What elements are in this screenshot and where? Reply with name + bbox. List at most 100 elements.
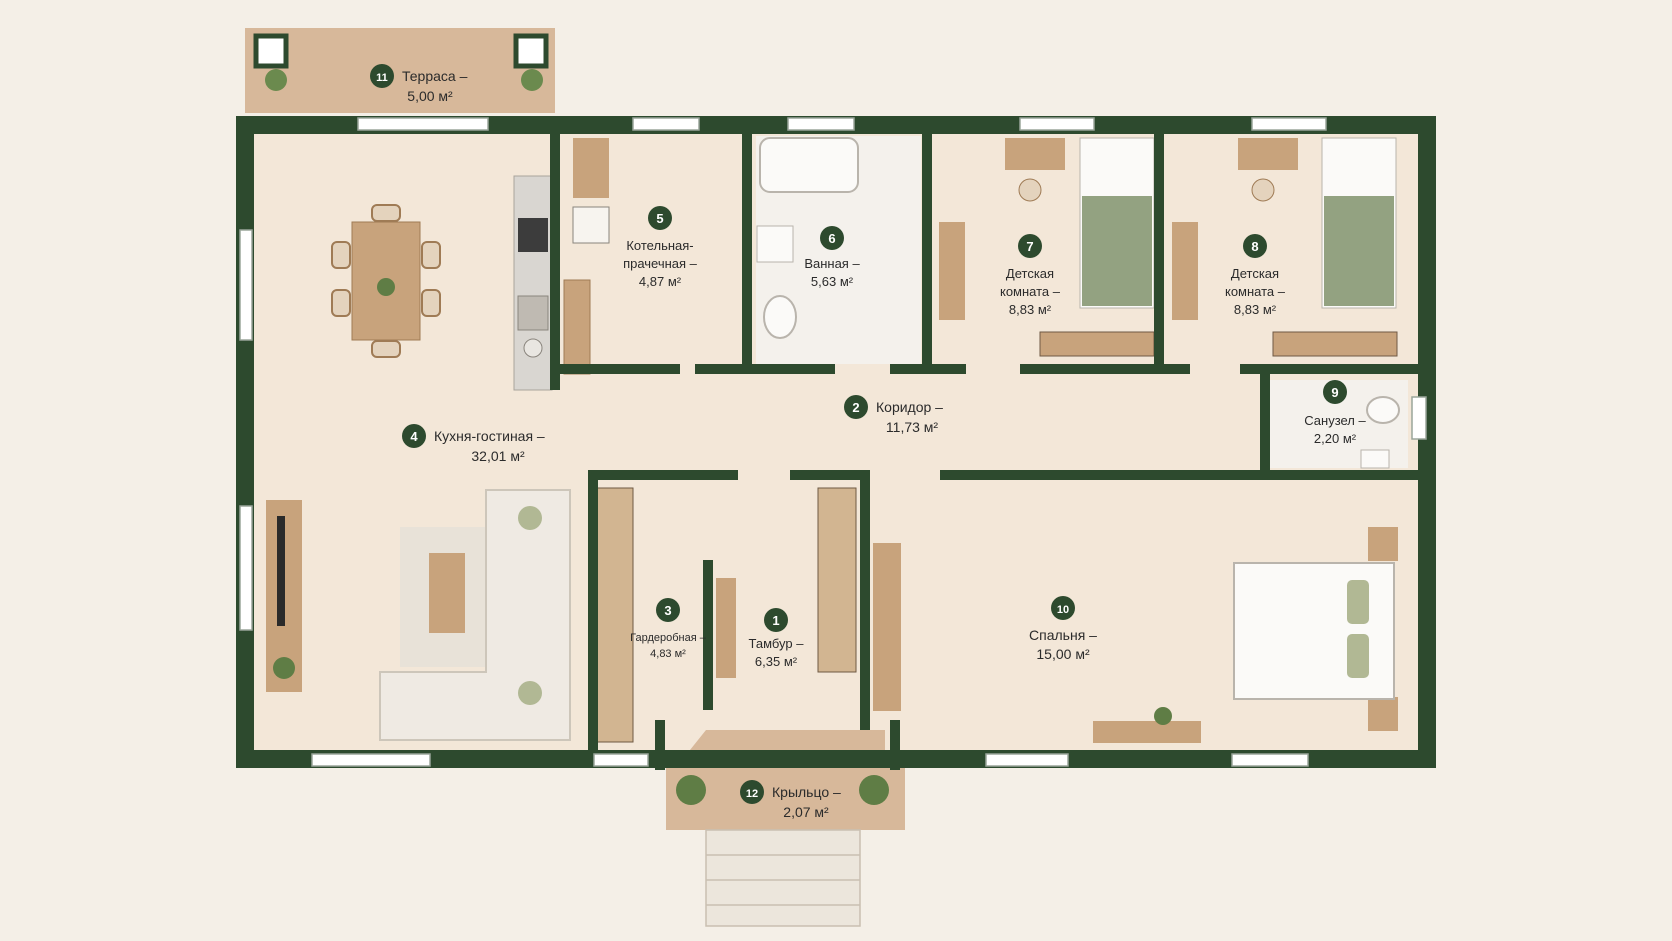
room-name: комната – <box>1000 284 1061 299</box>
bed-blanket <box>1082 196 1152 306</box>
room-area: 2,20 м² <box>1314 431 1357 446</box>
room-name: Терраса – <box>402 68 468 84</box>
stove-icon <box>518 218 548 252</box>
windows <box>239 117 1427 767</box>
radiator-icon <box>1272 331 1398 357</box>
sofa-icon <box>379 489 571 741</box>
room-number: 3 <box>664 603 671 618</box>
tv-icon <box>277 516 285 626</box>
shoe-rack <box>716 578 736 678</box>
desk-chair-icon <box>1251 178 1275 202</box>
room-area: 8,83 м² <box>1009 302 1052 317</box>
plant-icon <box>859 775 889 805</box>
room-area: 6,35 м² <box>755 654 798 669</box>
wardrobe-icon <box>939 222 965 320</box>
wardrobe-icon <box>873 543 901 711</box>
room-area: 5,63 м² <box>811 274 854 289</box>
room-name: Детская <box>1006 266 1054 281</box>
desk-icon <box>1238 138 1298 170</box>
room-name: Спальня – <box>1029 627 1097 643</box>
room-number: 8 <box>1251 239 1258 254</box>
room-number: 6 <box>828 231 835 246</box>
room-number: 11 <box>376 72 388 84</box>
wardrobe-icon <box>1172 222 1198 320</box>
room-number-badge <box>1323 380 1347 404</box>
room-name: Крыльцо – <box>772 784 841 800</box>
laundry-shelf <box>563 279 591 375</box>
wardrobe-rail-icon <box>817 487 857 673</box>
room-name: прачечная – <box>623 256 698 271</box>
plant-icon <box>377 278 395 296</box>
room-number-badge <box>740 780 764 804</box>
room-area: 11,73 м² <box>886 419 939 435</box>
room-name: Кухня-гостиная – <box>434 428 545 444</box>
room-area: 5,00 м² <box>407 88 453 104</box>
room-name: Санузел – <box>1304 413 1366 428</box>
room-area: 4,87 м² <box>639 274 682 289</box>
desk-icon <box>1005 138 1065 170</box>
plant-icon <box>273 657 295 679</box>
room-area: 4,83 м² <box>650 648 686 660</box>
sink-icon <box>1360 449 1390 469</box>
room-name: Гардеробная – <box>630 632 707 644</box>
room-number-badge <box>648 206 672 230</box>
double-bed-icon <box>1233 562 1395 700</box>
room-number-badge <box>1243 234 1267 258</box>
toilet-icon <box>763 295 797 339</box>
plant-icon <box>1154 707 1172 725</box>
pillow-icon <box>1347 634 1369 678</box>
room-number-badge <box>1018 234 1042 258</box>
steps <box>705 829 861 927</box>
room-name: Детская <box>1231 266 1279 281</box>
kitchen-counter <box>513 175 553 391</box>
room-number: 5 <box>656 211 663 226</box>
room-number-badge <box>844 395 868 419</box>
room-number-badge <box>370 64 394 88</box>
plant-icon <box>265 69 287 91</box>
toilet-icon <box>1366 396 1400 424</box>
room-name: Ванная – <box>804 256 860 271</box>
room-number-badge <box>656 598 680 622</box>
terrace-post-icon <box>253 33 289 69</box>
plant-icon <box>676 775 706 805</box>
room-name: комната – <box>1225 284 1286 299</box>
room-area: 8,83 м² <box>1234 302 1277 317</box>
room-number: 1 <box>772 613 779 628</box>
terrace-post-icon <box>513 33 549 69</box>
washer-icon <box>572 206 610 244</box>
furniture <box>253 33 1400 805</box>
boiler-unit <box>573 138 609 198</box>
room-number: 7 <box>1026 239 1033 254</box>
coffee-table-icon <box>429 553 465 633</box>
room-area: 32,01 м² <box>471 448 525 464</box>
bathtub-icon <box>759 137 859 193</box>
room-name: Котельная- <box>626 238 693 253</box>
nightstand-icon <box>1368 527 1398 561</box>
kitchen-round-sink-icon <box>523 338 543 358</box>
plant-icon <box>521 69 543 91</box>
desk-chair-icon <box>1018 178 1042 202</box>
cushion-icon <box>518 506 542 530</box>
room-name: Тамбур – <box>749 636 805 651</box>
bed-blanket <box>1324 196 1394 306</box>
radiator-icon <box>1039 331 1155 357</box>
dresser-icon <box>1093 721 1201 743</box>
room-number: 4 <box>410 429 418 444</box>
room-name: Коридор – <box>876 399 943 415</box>
room-number-badge <box>820 226 844 250</box>
cushion-icon <box>518 681 542 705</box>
room-number: 10 <box>1057 604 1069 616</box>
room-area: 2,07 м² <box>783 804 829 820</box>
nightstand-icon <box>1368 697 1398 731</box>
chair-icons <box>331 204 441 358</box>
room-number-badge <box>402 424 426 448</box>
room-number: 12 <box>746 788 758 800</box>
pillow-icon <box>1347 580 1369 624</box>
sink-icon <box>517 295 549 331</box>
room-number-badge <box>764 608 788 632</box>
sink-icon <box>756 225 794 263</box>
terrace-floor <box>245 28 555 113</box>
room-number: 9 <box>1331 385 1338 400</box>
